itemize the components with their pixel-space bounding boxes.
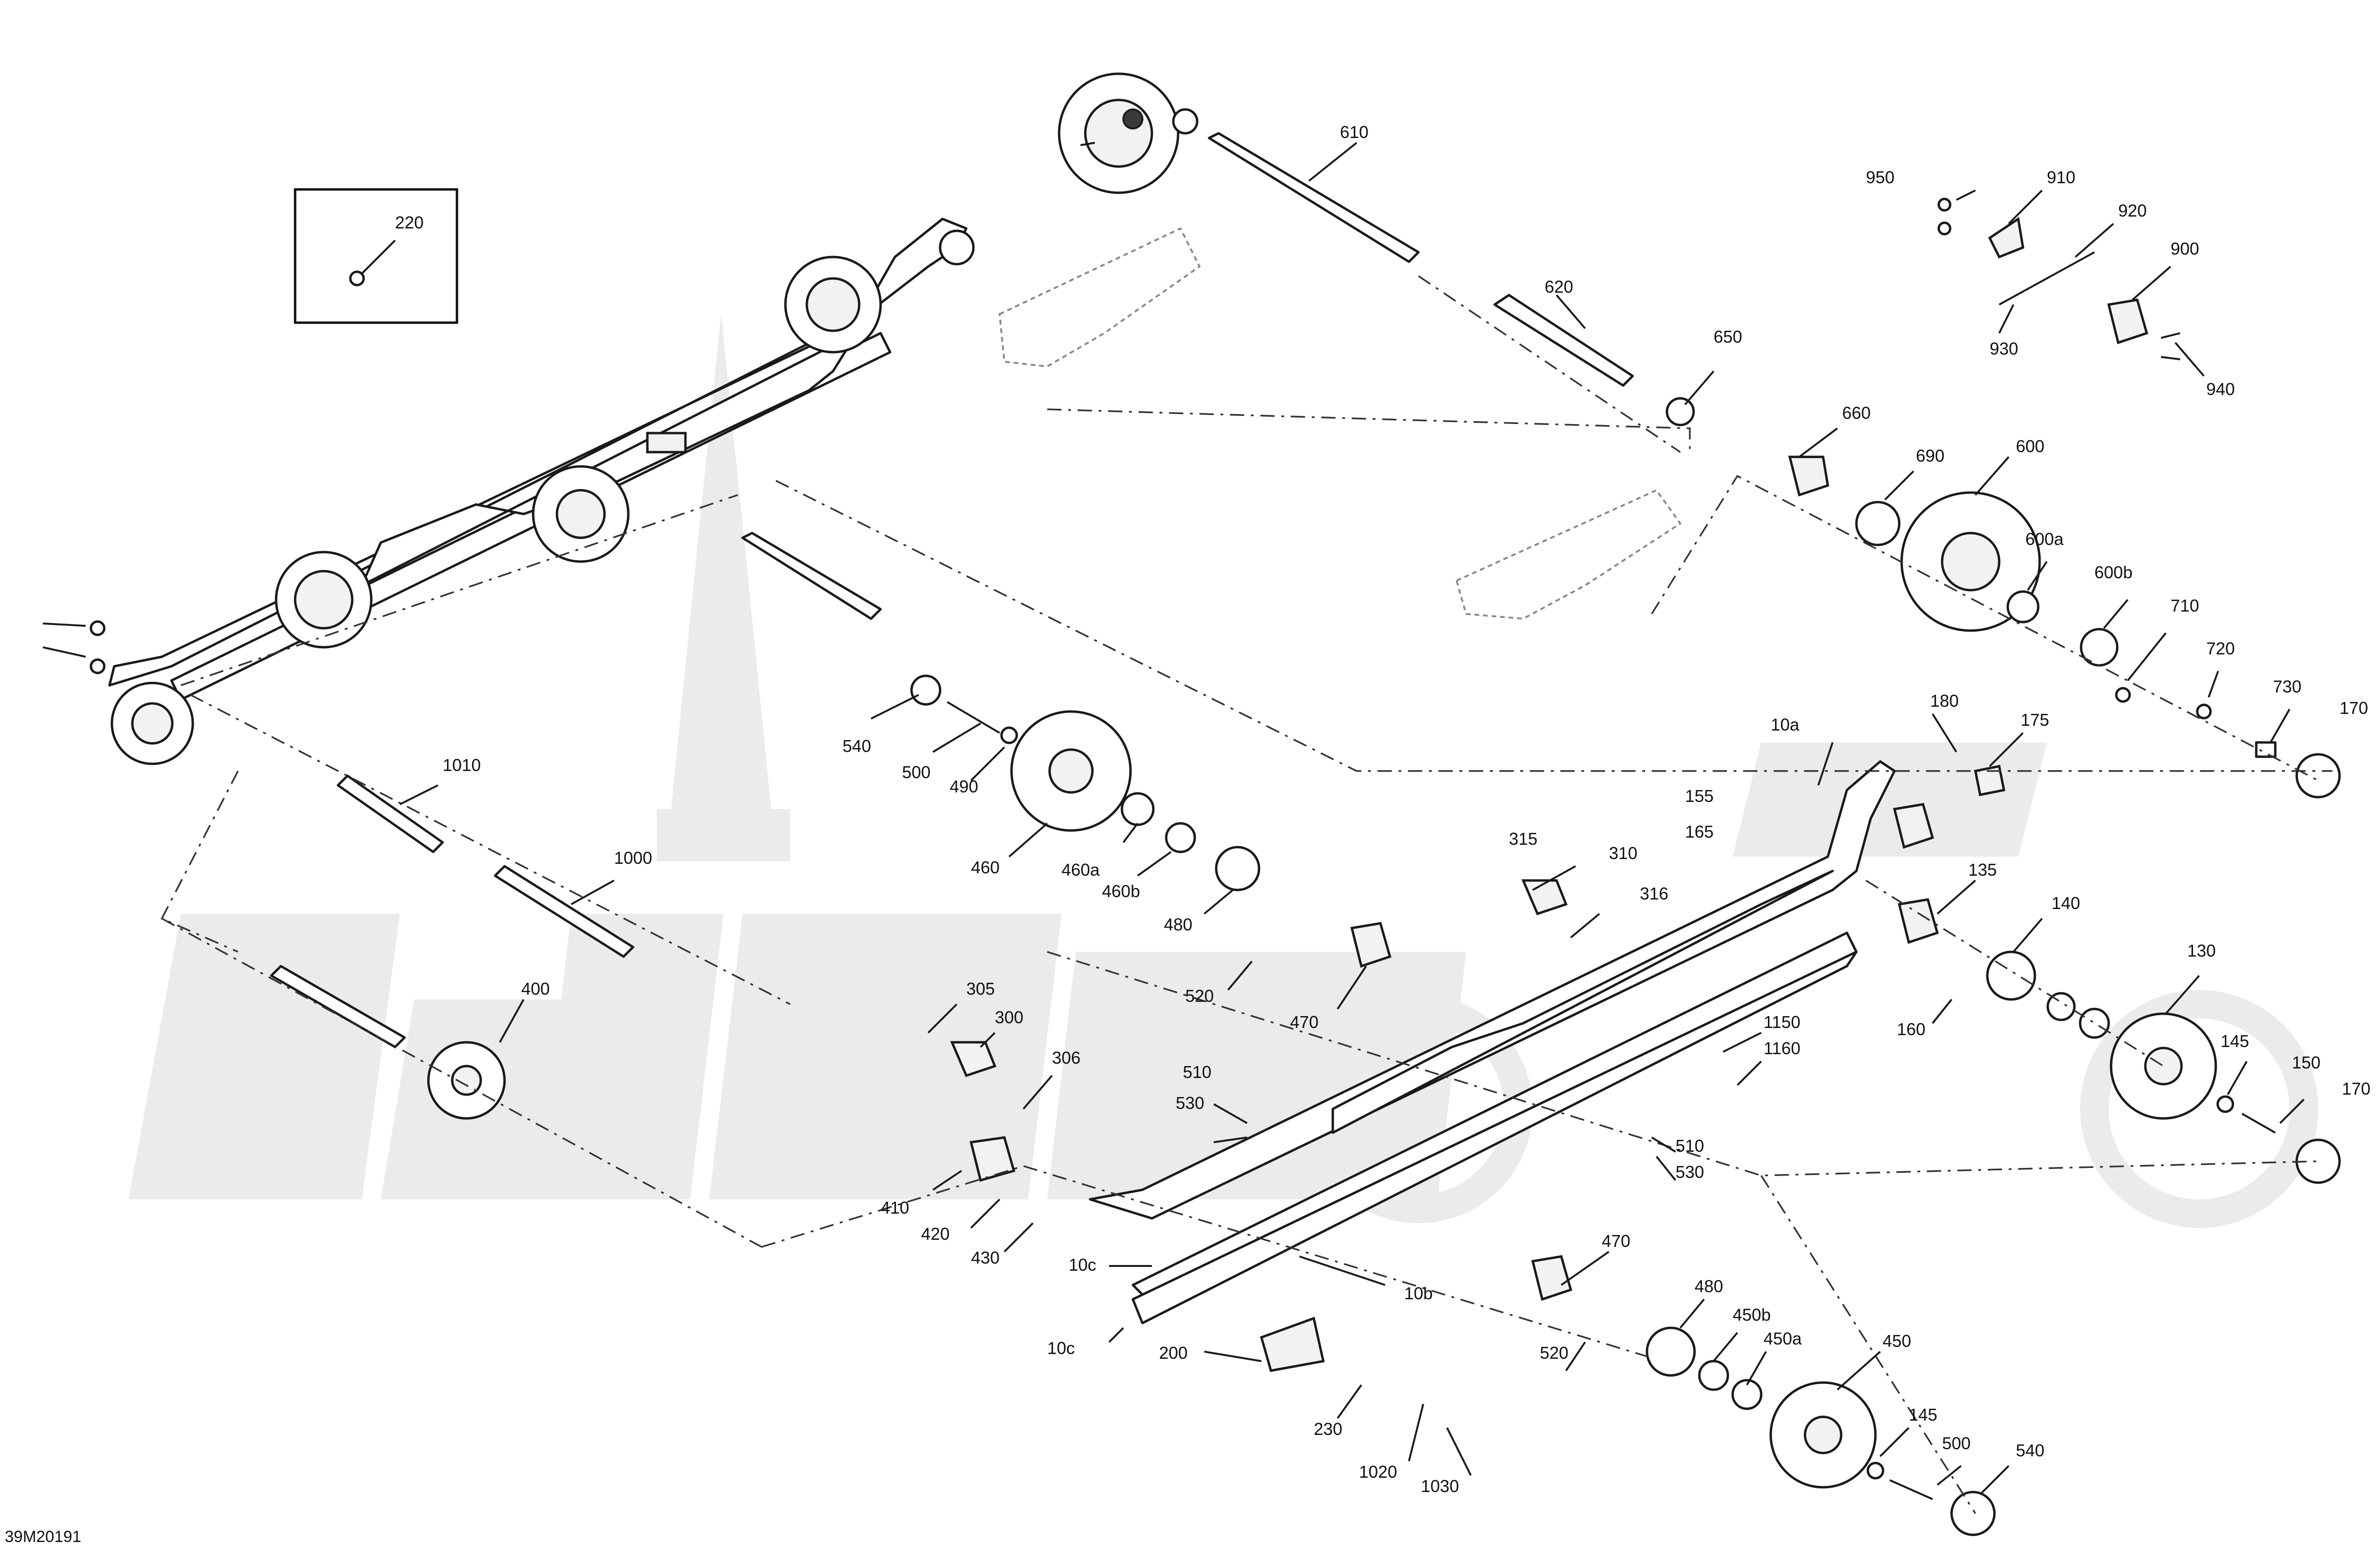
callout-1020: 1020 (1359, 1462, 1397, 1482)
callout-315: 315 (1509, 829, 1537, 849)
bracket-group (950, 765, 2005, 1372)
callout-910: 910 (2047, 168, 2075, 187)
callout-460a: 460a (1061, 860, 1100, 880)
callout-175: 175 (2021, 710, 2049, 730)
callout-1150: 1150 (1764, 1012, 1800, 1032)
wheel-450-group (1646, 1326, 1996, 1536)
callout-480-left: 480 (1164, 915, 1192, 934)
callout-900: 900 (2171, 239, 2199, 258)
shaft-group-left (270, 774, 635, 1120)
callout-600a: 600a (2025, 529, 2064, 549)
callout-316: 316 (1640, 884, 1668, 903)
callout-410: 410 (881, 1198, 909, 1217)
callout-180: 180 (1930, 691, 1959, 711)
callout-540-lower: 540 (2016, 1441, 2044, 1460)
callout-610: 610 (1340, 122, 1368, 142)
callout-10c-upper: 10c (1069, 1255, 1096, 1275)
wheel-600-group (1788, 455, 2341, 799)
callout-1160: 1160 (1764, 1038, 1800, 1058)
callout-730: 730 (2273, 677, 2301, 696)
callout-170-top: 170 (2340, 698, 2368, 718)
wheel-130-group (1986, 950, 2341, 1184)
callout-450: 450 (1883, 1331, 1911, 1351)
callout-480-lower: 480 (1695, 1276, 1723, 1296)
callout-420: 420 (921, 1224, 950, 1244)
callout-930: 930 (1990, 339, 2018, 358)
callout-170-right: 170 (2342, 1079, 2370, 1098)
callout-500-left: 500 (902, 762, 931, 782)
callout-430: 430 (971, 1248, 1000, 1267)
callout-530-right: 530 (1676, 1162, 1704, 1182)
small-bracket-assembly (1937, 198, 2181, 360)
callout-145-right: 145 (2221, 1031, 2249, 1051)
ghost-brackets (998, 227, 1682, 620)
callout-165: 165 (1685, 822, 1714, 841)
callout-155: 155 (1685, 786, 1714, 806)
reference-lines (160, 275, 2332, 1514)
callout-950: 950 (1866, 168, 1894, 187)
callout-1000: 1000 (614, 848, 652, 868)
callout-720: 720 (2206, 639, 2235, 658)
callout-10b: 10b (1404, 1284, 1433, 1303)
callout-1010: 1010 (443, 755, 481, 775)
callout-150: 150 (2292, 1053, 2320, 1072)
callout-400: 400 (521, 979, 550, 998)
callout-10a: 10a (1771, 715, 1800, 734)
right-rail (1089, 760, 1896, 1325)
callout-160: 160 (1897, 1019, 1925, 1039)
callout-520-lower: 520 (1540, 1343, 1568, 1363)
callout-540-left: 540 (843, 736, 871, 756)
callout-145-lower: 145 (1909, 1405, 1937, 1424)
callout-1030: 1030 (1421, 1476, 1459, 1496)
callout-470-lower: 470 (1602, 1231, 1630, 1251)
callout-490: 490 (950, 777, 978, 796)
callout-920: 920 (2118, 201, 2147, 220)
callout-660: 660 (1842, 403, 1871, 423)
callout-305: 305 (966, 979, 995, 998)
callout-300: 300 (995, 1008, 1023, 1027)
callout-140: 140 (2052, 893, 2080, 913)
callout-310: 310 (1609, 843, 1637, 863)
callout-510-right: 510 (1676, 1136, 1704, 1156)
callout-135: 135 (1968, 860, 1997, 880)
callout-650: 650 (1714, 327, 1742, 346)
callout-labels: 220 610 620 650 660 690 600 600a 600b 71… (395, 122, 2370, 1496)
callout-600b: 600b (2094, 563, 2132, 582)
wheel-460-group (741, 532, 1260, 891)
callout-510-left: 510 (1183, 1062, 1211, 1082)
callout-470-left: 470 (1290, 1012, 1319, 1032)
callout-200: 200 (1159, 1343, 1188, 1363)
callout-460: 460 (971, 858, 1000, 877)
top-wheel-assembly (1058, 72, 1695, 426)
callout-460b: 460b (1102, 881, 1140, 901)
diagram-id: 39M20191 (5, 1528, 81, 1546)
callout-690: 690 (1916, 446, 1944, 465)
callout-450b: 450b (1733, 1305, 1771, 1325)
watermark-graphic (129, 314, 2318, 1228)
callout-130: 130 (2187, 941, 2216, 960)
callout-620: 620 (1545, 277, 1573, 297)
callout-306: 306 (1052, 1048, 1081, 1068)
callout-230: 230 (1314, 1419, 1342, 1439)
inset-box (294, 188, 458, 324)
callout-leaders (399, 142, 2305, 1495)
callout-10c-lower: 10c (1047, 1338, 1075, 1358)
callout-520-left: 520 (1185, 986, 1214, 1006)
callout-530-left: 530 (1176, 1093, 1204, 1113)
left-rail (42, 217, 975, 765)
callout-450a: 450a (1764, 1329, 1802, 1348)
callout-940: 940 (2206, 379, 2235, 399)
callout-220: 220 (395, 213, 424, 232)
callout-600: 600 (2016, 436, 2044, 456)
callout-710: 710 (2171, 596, 2199, 615)
callout-500-lower: 500 (1942, 1433, 1971, 1453)
